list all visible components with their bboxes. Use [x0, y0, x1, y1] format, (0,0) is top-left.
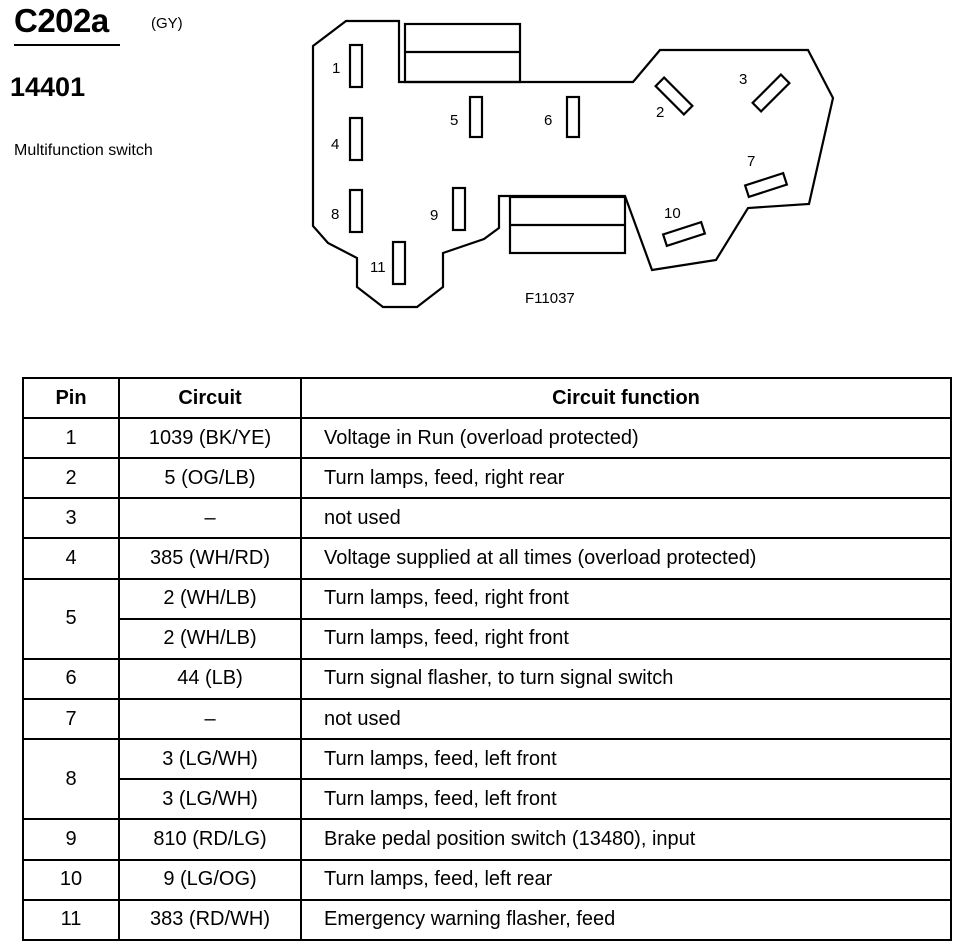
- header-circuit: Circuit: [118, 377, 302, 419]
- table-row: 3 (LG/WH)Turn lamps, feed, left front: [23, 778, 952, 821]
- circuit-function-cell: Turn lamps, feed, left front: [300, 738, 952, 781]
- pin-number-cell: 11: [22, 898, 120, 942]
- table-row: 2 (WH/LB)Turn lamps, feed, right front: [23, 617, 952, 660]
- pin-slot-3: [751, 73, 791, 113]
- circuit-function-cell: Turn lamps, feed, right front: [300, 617, 952, 660]
- circuit-function-cell: Turn lamps, feed, right front: [300, 577, 952, 620]
- component-name: Multifunction switch: [14, 142, 153, 159]
- circuit-cell: 2 (WH/LB): [118, 617, 302, 660]
- header-pin: Pin: [22, 377, 120, 419]
- circuit-cell: 3 (LG/WH): [118, 778, 302, 821]
- pin-number-cell: 1: [22, 416, 120, 460]
- circuit-cell: 44 (LB): [118, 657, 302, 700]
- circuit-cell: 385 (WH/RD): [118, 537, 302, 580]
- table-row: 3–not used: [22, 497, 952, 540]
- pin-slot-5: [468, 95, 484, 139]
- pin-label-7: 7: [747, 153, 755, 170]
- connector-id: C202a: [14, 2, 109, 39]
- circuit-cell: 2 (WH/LB): [118, 577, 302, 620]
- circuit-function-cell: Turn lamps, feed, left front: [300, 778, 952, 821]
- circuit-cell: –: [118, 697, 302, 741]
- pin-label-9: 9: [430, 207, 438, 224]
- circuit-cell: 5 (OG/LB): [118, 457, 302, 500]
- locking-tab-top: [403, 22, 522, 84]
- pin-number-cell: 4: [22, 537, 120, 580]
- pin-slot-2: [654, 76, 694, 116]
- part-number: 14401: [10, 72, 86, 102]
- pin-label-8: 8: [331, 206, 339, 223]
- pin-slot-4: [348, 116, 364, 162]
- circuit-function-cell: Voltage supplied at all times (overload …: [300, 537, 952, 580]
- circuit-function-cell: Emergency warning flasher, feed: [300, 898, 952, 942]
- pin-slot-7: [743, 171, 789, 199]
- pin-slot-10: [661, 220, 707, 248]
- pin-label-6: 6: [544, 112, 552, 129]
- pin-labels: 1 2 3 4 5 6 7 8 9 10 11: [331, 60, 755, 276]
- pin-slot-9: [451, 186, 467, 232]
- pin-number-cell: 2: [22, 457, 120, 500]
- pin-label-10: 10: [664, 205, 681, 222]
- circuit-function-cell: not used: [300, 497, 952, 540]
- pin-slot-1: [348, 43, 364, 89]
- circuit-cell: –: [118, 497, 302, 540]
- pin-label-2: 2: [656, 104, 664, 121]
- connector-color: (GY): [151, 15, 183, 32]
- circuit-function-cell: Brake pedal position switch (13480), inp…: [300, 818, 952, 861]
- circuit-function-cell: Turn lamps, feed, right rear: [300, 457, 952, 500]
- pin-slots: [348, 43, 791, 286]
- pin-label-3: 3: [739, 71, 747, 88]
- circuit-cell: 3 (LG/WH): [118, 738, 302, 781]
- pin-slot-11: [391, 240, 407, 286]
- pin-number-cell: 5: [22, 577, 120, 660]
- pin-number-cell: 9: [22, 818, 120, 861]
- pin-number-cell: 7: [22, 697, 120, 741]
- pin-number-cell: 10: [22, 858, 120, 901]
- pin-label-11: 11: [370, 259, 386, 276]
- connector-id-underline: [14, 44, 120, 46]
- circuit-cell: 9 (LG/OG): [118, 858, 302, 901]
- pin-slot-6: [565, 95, 581, 139]
- figure-id: F11037: [525, 290, 575, 307]
- circuit-cell: 383 (RD/WH): [118, 898, 302, 942]
- pin-number-cell: 6: [22, 657, 120, 700]
- circuit-function-cell: Turn lamps, feed, left rear: [300, 858, 952, 901]
- pin-label-5: 5: [450, 112, 458, 129]
- table-header-row: Pin Circuit Circuit function: [22, 377, 952, 419]
- header-circuit-function: Circuit function: [300, 377, 952, 419]
- pin-label-1: 1: [332, 60, 340, 77]
- locking-tab-bottom: [508, 195, 627, 255]
- circuit-cell: 1039 (BK/YE): [118, 416, 302, 460]
- circuit-cell: 810 (RD/LG): [118, 818, 302, 861]
- circuit-function-cell: Turn signal flasher, to turn signal swit…: [300, 657, 952, 700]
- circuit-function-cell: Voltage in Run (overload protected): [300, 416, 952, 460]
- pin-number-cell: 3: [22, 497, 120, 540]
- connector-face-diagram: 1 2 3 4 5 6 7 8 9 10 11 F11037: [311, 19, 835, 309]
- pin-label-4: 4: [331, 136, 339, 153]
- pin-number-cell: 8: [22, 738, 120, 821]
- table-row: 7–not used: [22, 697, 952, 741]
- pin-slot-8: [348, 188, 364, 234]
- circuit-function-cell: not used: [300, 697, 952, 741]
